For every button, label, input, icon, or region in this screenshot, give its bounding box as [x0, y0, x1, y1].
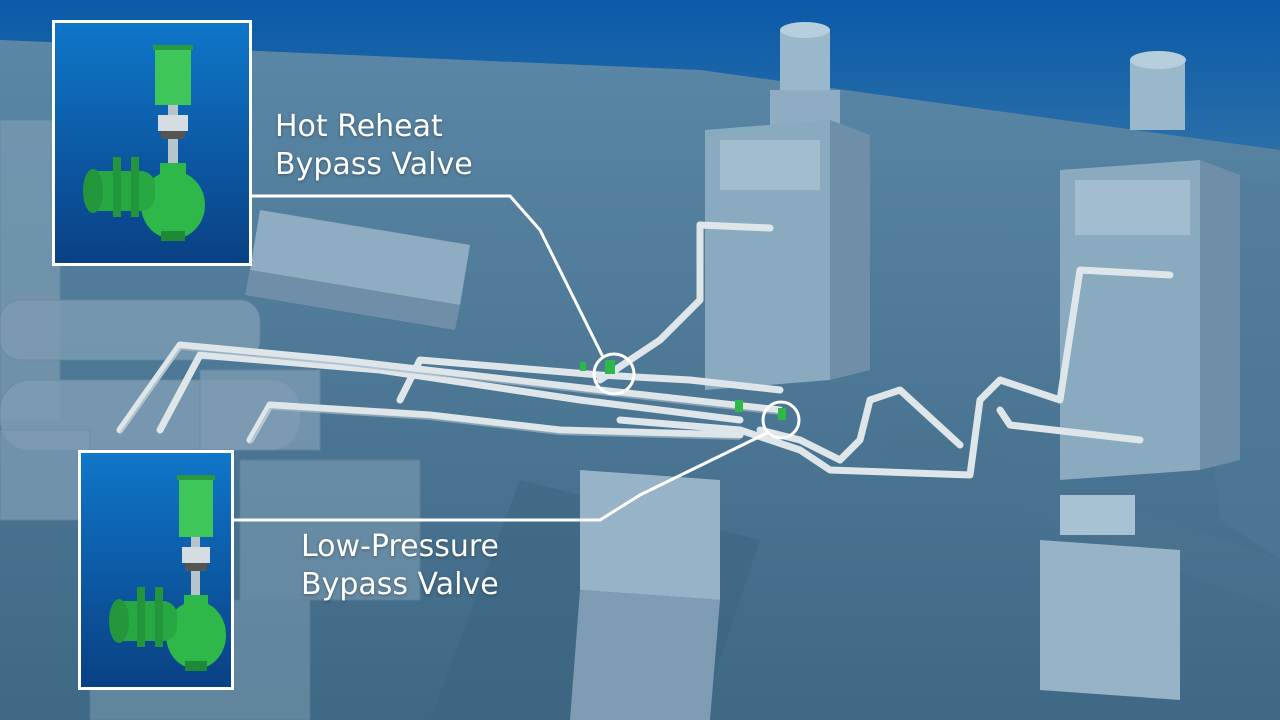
hot-reheat-label-line1: Hot Reheat [275, 109, 443, 144]
transformer-units [570, 470, 1180, 720]
hrsg-tower-2 [1060, 51, 1240, 480]
hot-reheat-label-line2: Bypass Valve [275, 147, 473, 182]
low-pressure-label: Low-Pressure Bypass Valve [301, 528, 499, 604]
sky-band [0, 0, 1280, 150]
hrsg-tower-1 [705, 22, 870, 390]
low-pressure-valve-inset [78, 450, 234, 690]
low-pressure-label-line1: Low-Pressure [301, 529, 500, 564]
hot-reheat-leader-line [252, 194, 605, 358]
low-pressure-label-line2: Bypass Valve [301, 567, 499, 602]
callout-leaders [232, 194, 801, 522]
hot-reheat-bypass-valve-icon [55, 23, 249, 263]
air-cooled-condenser [245, 210, 470, 330]
hot-reheat-valve-inset [52, 20, 252, 266]
low-pressure-bypass-valve-icon [81, 453, 231, 687]
hot-reheat-valve-marker [592, 352, 636, 396]
steam-piping-shadow [119, 347, 781, 445]
hot-reheat-label: Hot Reheat Bypass Valve [275, 108, 473, 184]
low-pressure-valve-marker [761, 400, 801, 440]
low-pressure-leader-line [232, 431, 768, 522]
network-valves [580, 360, 786, 420]
